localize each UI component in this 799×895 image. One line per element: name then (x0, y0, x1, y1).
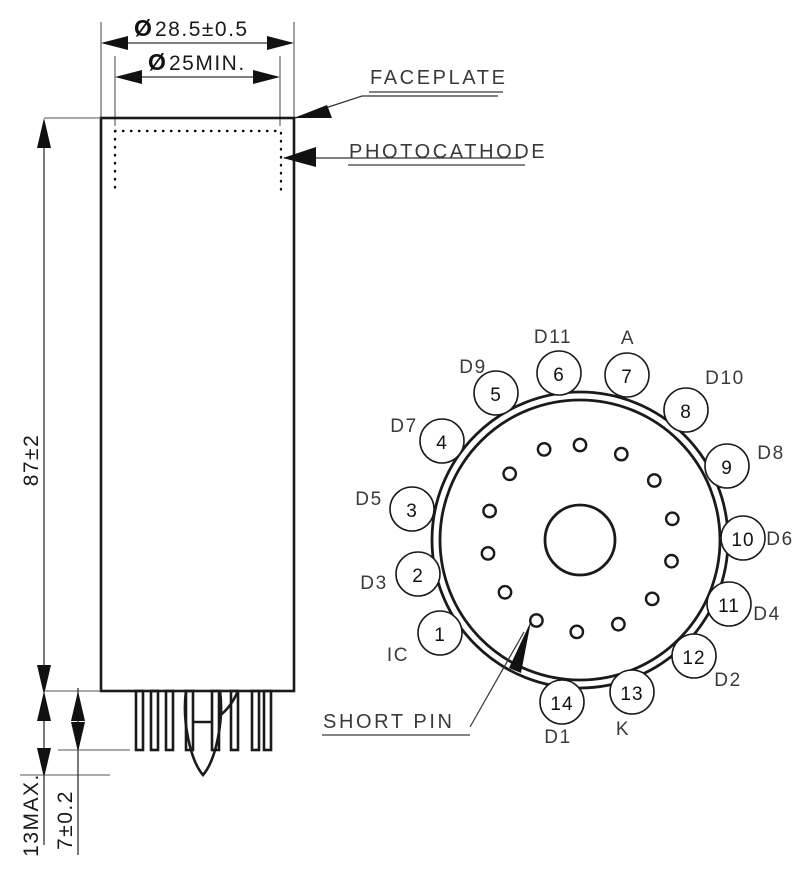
pin-bubble-number: 14 (550, 694, 573, 715)
base-center-hole (543, 503, 617, 577)
pin-bubble-11[interactable]: 11 D4 (706, 581, 781, 627)
pin-bubble-number: 5 (490, 385, 502, 406)
photocathode-callout-text: PHOTOCATHODE (349, 141, 547, 163)
pin-bubble-number: 7 (621, 367, 633, 388)
pin-bubble-1[interactable]: 1 IC (387, 610, 463, 666)
base-inner-circle (438, 398, 722, 682)
pin-signal-label: D3 (360, 573, 388, 594)
pin-bubble-number: 6 (553, 365, 565, 386)
base-view: SHORT PIN 1 IC 2 D3 3 D5 4 D7 5 D9 (322, 327, 794, 748)
seal-length-dimension: 7±0.2 (54, 688, 130, 855)
pin-bubble-9[interactable]: 9 D8 (704, 443, 785, 489)
diameter-symbol-outer: Ø (134, 15, 152, 41)
photocathode-diameter-text: 25MIN. (169, 52, 246, 75)
base-pin-holes (480, 437, 680, 640)
pin-signal-label: D9 (459, 357, 487, 378)
pin-bubble-8[interactable]: 8 D10 (663, 368, 745, 433)
pin-bubble-number: 11 (718, 596, 740, 617)
pin-signal-label: D5 (355, 489, 383, 510)
pin-bubble-number: 2 (412, 566, 424, 587)
body-length-dimension: 87±2 (20, 117, 101, 695)
pin-bubble-number: 3 (406, 501, 418, 522)
seal-length-text: 7±0.2 (54, 790, 77, 850)
faceplate-diameter-dimension: Ø 28.5±0.5 (101, 15, 294, 50)
photocathode-callout: PHOTOCATHODE (283, 141, 547, 167)
pin-bubble-number: 8 (680, 402, 692, 423)
faceplate-callout-text: FACEPLATE (370, 67, 508, 89)
pin-bubble-2[interactable]: 2 D3 (360, 551, 441, 597)
pin-bubble-number: 9 (721, 458, 733, 479)
pin-signal-label: D2 (714, 670, 742, 691)
pin-signal-label: K (616, 719, 630, 740)
pin-bubble-14[interactable]: 14 D1 (539, 679, 585, 748)
pin-legs (134, 689, 273, 777)
pin-bubble-number: 13 (620, 684, 643, 705)
pin-bubble-6[interactable]: 6 D11 (534, 327, 582, 396)
pin-bubble-5[interactable]: 5 D9 (459, 357, 519, 416)
pin-length-max-dimension: 13MAX. (20, 691, 110, 857)
body-length-text: 87±2 (20, 434, 43, 487)
pin-signal-label: D4 (753, 604, 781, 625)
short-pin-callout: SHORT PIN (322, 621, 531, 736)
pin-bubble-7[interactable]: 7 A (604, 328, 650, 398)
pin-bubble-number: 12 (682, 648, 705, 669)
pin-bubble-12[interactable]: 12 D2 (671, 633, 742, 691)
pin-signal-label: A (621, 328, 635, 349)
photocathode-region (113, 129, 283, 195)
pin-length-max-text: 13MAX. (20, 773, 43, 857)
pin-signal-label: D8 (757, 443, 785, 464)
pin-bubble-number: 10 (731, 530, 754, 551)
pin-signal-label: D1 (544, 727, 572, 748)
pin-bubble-4[interactable]: 4 D7 (390, 416, 465, 464)
faceplate-callout: FACEPLATE (294, 67, 508, 119)
pin-signal-label: D11 (534, 327, 572, 348)
short-pin-callout-text: SHORT PIN (323, 711, 455, 733)
pin-bubble-3[interactable]: 3 D5 (355, 486, 435, 532)
pin-signal-label: IC (387, 645, 409, 666)
pin-signal-label: D7 (390, 416, 418, 437)
pin-signal-label: D6 (766, 529, 794, 550)
tube-body-outline (99, 116, 296, 693)
pin-bubble-number: 1 (434, 625, 446, 646)
diameter-symbol-inner: Ø (148, 49, 166, 75)
pin-bubble-10[interactable]: 10 D6 (720, 515, 794, 561)
side-view: Ø 28.5±0.5 Ø 25MIN. (20, 15, 547, 857)
pin-bubble-13[interactable]: 13 K (609, 669, 655, 740)
faceplate-diameter-text: 28.5±0.5 (155, 18, 249, 41)
photocathode-diameter-dimension: Ø 25MIN. (115, 49, 280, 84)
pin-bubble-number: 4 (436, 433, 448, 454)
pin-signal-label: D10 (705, 368, 745, 389)
